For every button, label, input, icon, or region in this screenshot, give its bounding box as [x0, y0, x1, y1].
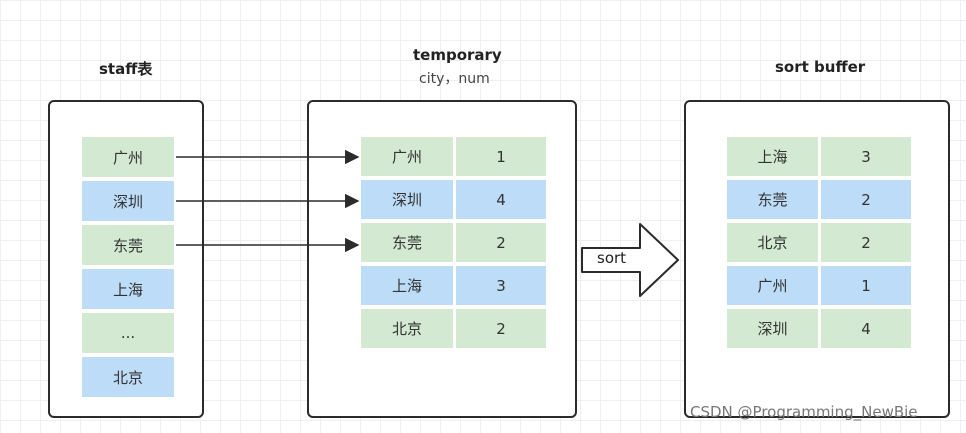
temporary-city-cell: 北京 [361, 309, 453, 348]
temporary-table-title: temporary [413, 46, 502, 64]
sort-buffer-city-cell: 深圳 [727, 309, 818, 348]
temporary-num-cell: 1 [456, 137, 546, 176]
sort-arrow [581, 223, 679, 297]
staff-cell: 深圳 [82, 181, 174, 221]
staff-cell: 北京 [82, 357, 174, 397]
staff-cell: 东莞 [82, 225, 174, 265]
sort-buffer-city-cell: 广州 [727, 266, 818, 305]
staff-cell: 上海 [82, 269, 174, 309]
temporary-num-cell: 2 [456, 309, 546, 348]
sort-buffer-num-cell: 2 [821, 223, 911, 262]
temporary-num-cell: 2 [456, 223, 546, 262]
sort-buffer-num-cell: 4 [821, 309, 911, 348]
staff-cell: ... [82, 313, 174, 353]
temporary-city-cell: 东莞 [361, 223, 453, 262]
temporary-table-subtitle: city，num [419, 71, 490, 87]
temporary-city-cell: 深圳 [361, 180, 453, 219]
sort-buffer-city-cell: 上海 [727, 137, 818, 176]
sort-buffer-city-cell: 北京 [727, 223, 818, 262]
sort-label: sort [597, 249, 627, 267]
sort-buffer-city-cell: 东莞 [727, 180, 818, 219]
sort-buffer-num-cell: 3 [821, 137, 911, 176]
staff-table-title: staff表 [99, 60, 153, 78]
watermark: CSDN @Programming_NewBie [690, 403, 918, 421]
temporary-num-cell: 3 [456, 266, 546, 305]
temporary-num-cell: 4 [456, 180, 546, 219]
temporary-city-cell: 上海 [361, 266, 453, 305]
sort-buffer-title: sort buffer [775, 58, 866, 76]
sort-buffer-num-cell: 1 [821, 266, 911, 305]
staff-cell: 广州 [82, 137, 174, 177]
temporary-city-cell: 广州 [361, 137, 453, 176]
sort-buffer-num-cell: 2 [821, 180, 911, 219]
